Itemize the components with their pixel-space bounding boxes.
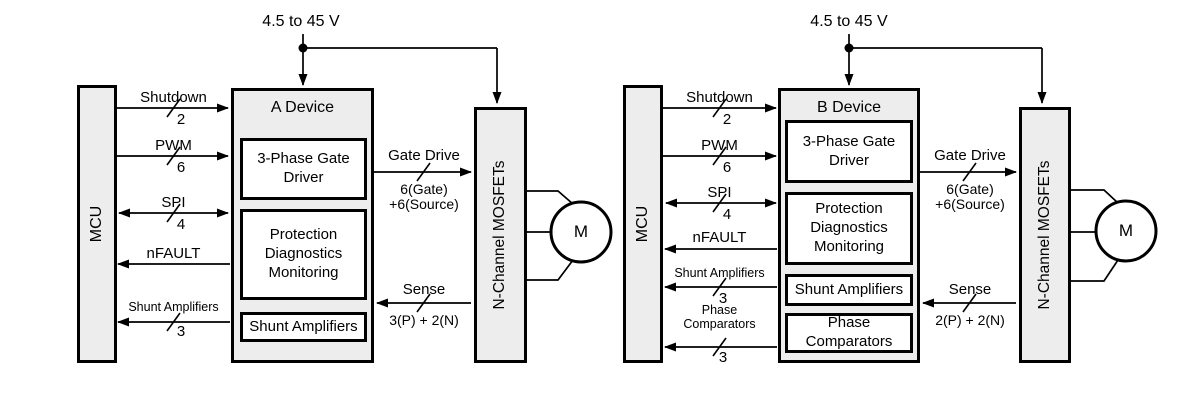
left-gate-drive-detail1: 6(Gate) [400,181,448,197]
right-shutdown-label: Shutdown [686,89,753,106]
left-shutdown-label: Shutdown [140,89,207,106]
right-motor-wires [1071,189,1119,282]
right-gate-drive-detail1: 6(Gate) [946,181,994,197]
right-pwm-label: PWM [701,137,738,154]
left-motor-circle [549,200,613,264]
left-mcu-label: MCU [88,205,105,243]
right-power-rail [844,34,1047,104]
right-spi-count: 4 [722,206,732,223]
right-nfault-label: nFAULT [692,229,747,246]
left-mosfet-label: N-Channel MOSFETs [491,160,508,310]
left-device-title: A Device [270,99,335,116]
left-mosfet-box [474,107,527,363]
right-phase-block: Phase Comparators [785,313,913,353]
left-power-junction-dot [298,43,308,53]
right-power-junction-dot [844,43,854,53]
left-bus-slashes [166,98,431,332]
right-protection-block: Protection Diagnostics Monitoring [785,192,913,265]
left-shunt-block-label: Shunt Amplifiers [249,317,358,335]
left-mcu-box [77,85,117,363]
left-shunt-block: Shunt Amplifiers [240,312,367,342]
left-shutdown-count: 2 [176,111,186,128]
left-gate-driver-block: 3-Phase Gate Driver [240,138,367,200]
left-spi-count: 4 [176,216,186,233]
right-gate-driver-block-label: 3-Phase Gate Driver [802,132,896,169]
right-phase-block-label: Phase Comparators [805,314,893,350]
left-protection-block: Protection Diagnostics Monitoring [240,209,367,300]
left-shunt-signal-count: 3 [176,323,186,340]
right-supply-label: 4.5 to 45 V [810,13,888,30]
right-gate-sense-lines [920,167,1017,308]
left-gate-sense-lines [374,167,472,308]
right-spi-label: SPI [707,184,732,201]
right-shunt-block: Shunt Amplifiers [785,274,913,306]
left-gate-drive-detail2: +6(Source) [389,196,459,212]
right-sense-detail: 2(P) + 2(N) [935,312,1005,328]
right-phase-signal-label: Phase Comparators [683,303,756,332]
right-gate-drive-detail2: +6(Source) [935,196,1005,212]
right-sense-label: Sense [948,281,992,298]
left-motor-wires [527,190,574,281]
right-shutdown-count: 2 [722,111,732,128]
left-supply-label: 4.5 to 45 V [262,13,340,30]
right-mcu-label: MCU [634,205,651,243]
right-mcu-box [623,85,663,363]
left-shunt-signal-label: Shunt Amplifiers [128,300,219,314]
right-gate-driver-block: 3-Phase Gate Driver [785,120,913,183]
left-spi-label: SPI [161,194,186,211]
right-motor-circle [1094,199,1158,263]
left-power-rail [298,34,502,104]
right-pwm-count: 6 [722,159,732,176]
right-shunt-signal-label: Shunt Amplifiers [674,266,765,280]
left-protection-block-label: Protection Diagnostics Monitoring [264,226,343,281]
left-motor-label: M [573,222,589,241]
left-nfault-label: nFAULT [146,245,201,262]
right-phase-signal-count: 3 [718,349,728,366]
right-protection-block-label: Protection Diagnostics Monitoring [810,200,888,255]
right-gate-drive-label: Gate Drive [934,147,1006,164]
left-pwm-count: 6 [176,159,186,176]
left-sense-detail: 3(P) + 2(N) [389,312,459,328]
right-shunt-signal-count: 3 [718,290,728,307]
right-mosfet-box [1019,107,1071,363]
right-motor-label: M [1118,221,1134,240]
right-mosfet-label: N-Channel MOSFETs [1036,160,1053,310]
left-gate-drive-label: Gate Drive [388,147,460,164]
left-pwm-label: PWM [155,137,192,154]
left-gate-driver-block-label: 3-Phase Gate Driver [257,150,350,186]
right-device-title: B Device [816,99,882,116]
left-sense-label: Sense [402,281,446,298]
right-shunt-block-label: Shunt Amplifiers [794,280,904,298]
